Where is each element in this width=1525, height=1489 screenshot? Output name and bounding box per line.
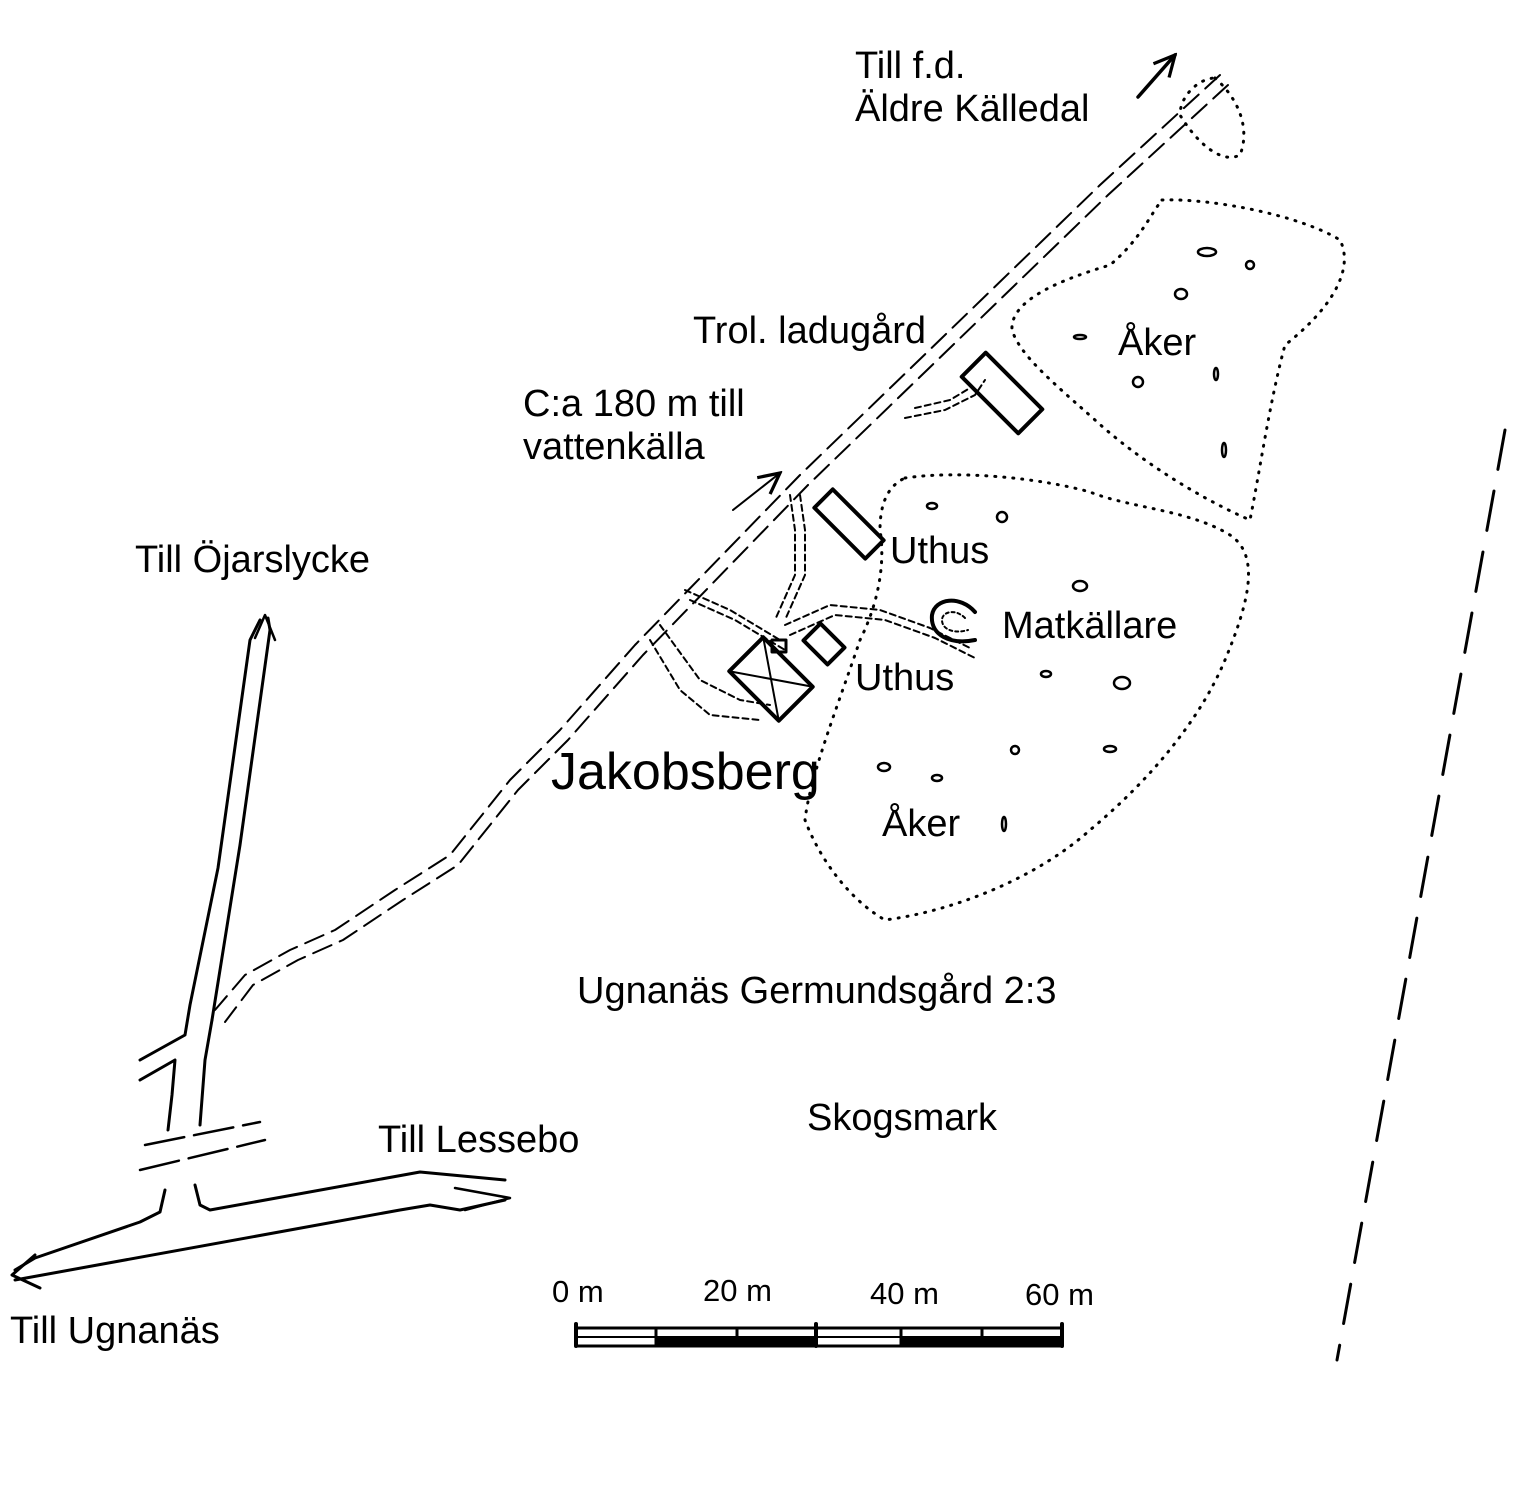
kalledal-clearing-outline — [1178, 76, 1246, 159]
path-kalledal — [214, 74, 1229, 1023]
label-ladugard: Trol. ladugård — [693, 310, 927, 352]
label-matkallare: Matkällare — [1002, 605, 1178, 647]
arrow-vattenkalla — [732, 473, 780, 511]
arrowhead-lessebo — [453, 1186, 512, 1212]
property-boundary — [1335, 428, 1507, 1362]
scale-label-40: 40 m — [870, 1276, 939, 1311]
label-property: Ugnanäs Germundsgård 2:3 — [577, 970, 1057, 1012]
road-ojarslycke — [138, 616, 272, 1132]
building-jakobsberg-house — [727, 635, 815, 723]
arrow-kalledal — [1136, 55, 1175, 99]
field-stones — [876, 246, 1256, 833]
label-ojarslycke: Till Öjarslycke — [135, 539, 371, 581]
label-vattenkalla-line1: C:a 180 m till — [523, 383, 745, 425]
scale-bar — [574, 1322, 1064, 1348]
scale-label-0: 0 m — [552, 1274, 604, 1309]
label-lessebo: Till Lessebo — [378, 1119, 580, 1161]
label-ugnanas: Till Ugnanäs — [10, 1310, 220, 1352]
label-skogsmark: Skogsmark — [807, 1097, 998, 1139]
arrowhead-ugnanas — [10, 1253, 42, 1290]
label-uthus-south: Uthus — [855, 657, 955, 699]
label-kalledal-line1: Till f.d. — [855, 45, 966, 87]
label-aker-north: Åker — [1118, 322, 1197, 364]
road-lessebo-ugnanas — [13, 1170, 507, 1282]
label-vattenkalla-line2: vattenkälla — [523, 425, 705, 468]
label-kalledal-line2: Äldre Källedal — [855, 87, 1090, 130]
building-uthus-south — [801, 621, 847, 667]
label-aker-south: Åker — [882, 803, 961, 845]
arrowhead-ojarslycke — [253, 613, 277, 642]
label-vattenkalla: C:a 180 m till vattenkälla — [523, 383, 745, 468]
road-crossing — [138, 1120, 267, 1172]
label-kalledal: Till f.d. Äldre Källedal — [855, 45, 1089, 130]
building-uthus-north — [812, 487, 886, 561]
matkallare-symbol — [929, 598, 977, 644]
building-ladugard — [959, 350, 1045, 436]
scale-label-20: 20 m — [703, 1273, 772, 1308]
label-jakobsberg: Jakobsberg — [551, 743, 820, 801]
scale-label-60: 60 m — [1025, 1277, 1094, 1312]
field-north-outline — [1010, 198, 1346, 522]
label-uthus-north: Uthus — [890, 530, 990, 572]
